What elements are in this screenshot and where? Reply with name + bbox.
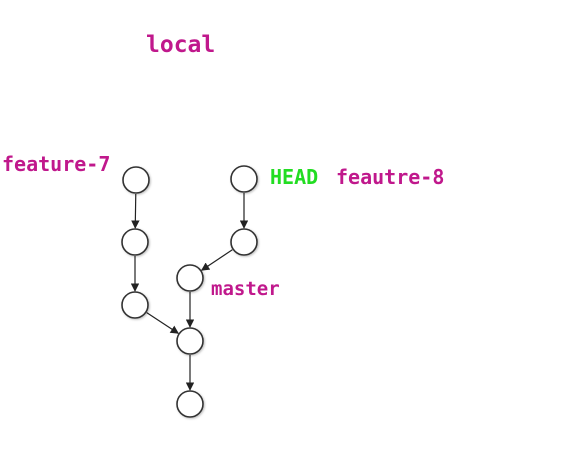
branch-label-master: master <box>211 278 280 300</box>
edge-f7-top-to-f7-mid <box>131 193 140 229</box>
branch-label-feature-8: feautre-8 <box>336 165 445 189</box>
edge-f8-mid-to-master <box>200 249 233 271</box>
commit-node-root <box>176 390 204 418</box>
commit-node-f7-top <box>122 166 150 194</box>
commit-node-f8-top <box>230 165 258 193</box>
branch-label-feature-7: feature-7 <box>2 152 111 176</box>
commit-node-merge <box>176 327 204 355</box>
head-label: HEAD <box>270 165 319 189</box>
commit-node-master <box>176 264 204 292</box>
edge-f7-low-to-merge <box>146 312 179 334</box>
diagram-title: local <box>146 32 216 58</box>
commit-node-f8-mid <box>230 228 258 256</box>
commit-node-f7-low <box>121 291 149 319</box>
commit-node-f7-mid <box>121 228 149 256</box>
